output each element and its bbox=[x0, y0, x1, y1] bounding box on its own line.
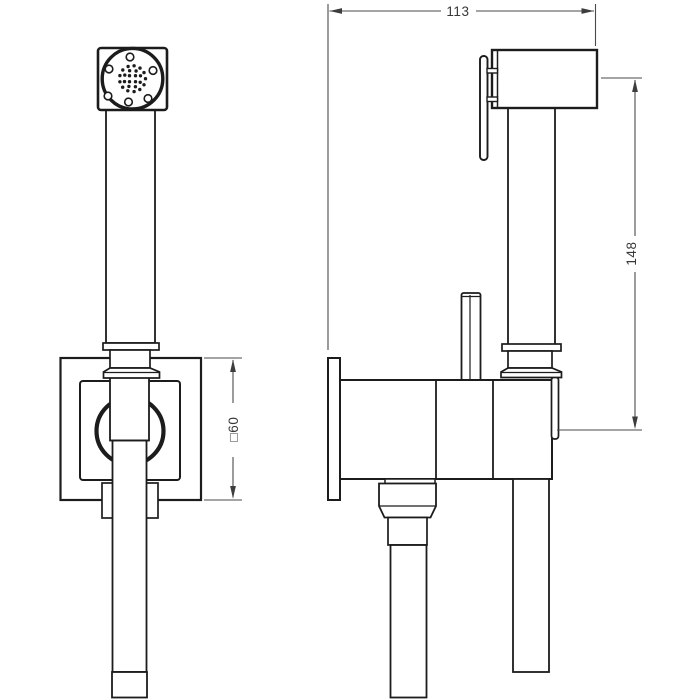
dim113-arrow-right bbox=[581, 8, 594, 14]
dim113-arrow-left bbox=[329, 8, 342, 14]
side-handle-tube bbox=[507, 107, 556, 346]
side-bracket-pin-bottom bbox=[486, 96, 499, 103]
front-handle-tube bbox=[105, 109, 156, 344]
dim113-label: 113 bbox=[446, 4, 469, 19]
dim60-arrow-top bbox=[230, 359, 236, 372]
side-wall-flange bbox=[327, 357, 341, 501]
dim148-arrow-bottom bbox=[632, 416, 638, 429]
side-cup-neck bbox=[507, 350, 553, 369]
front-cup-neck bbox=[109, 349, 151, 369]
front-view bbox=[59, 46, 203, 699]
front-hose bbox=[111, 671, 148, 699]
side-valve-body bbox=[339, 379, 553, 480]
side-shower-head bbox=[490, 48, 599, 110]
side-outlet-nut bbox=[378, 482, 437, 519]
spray-nozzle-dots bbox=[118, 64, 148, 94]
side-wall-bracket bbox=[479, 55, 489, 161]
side-bracket-pin-top bbox=[486, 67, 499, 74]
spray-screw-holes bbox=[103, 52, 158, 107]
dim60-arrow-bottom bbox=[230, 486, 236, 499]
side-cup-rim bbox=[501, 343, 562, 352]
dim-wall-plate-size: □60 bbox=[204, 357, 242, 501]
dimensions: 113 148 □60 bbox=[204, 4, 642, 501]
front-spray-face bbox=[100, 46, 165, 111]
side-hose bbox=[389, 544, 428, 699]
side-hose-connector bbox=[387, 516, 428, 546]
dim60-label: □60 bbox=[226, 417, 241, 442]
front-grip-upper bbox=[109, 373, 150, 442]
dim-projection-width: 113 bbox=[327, 4, 597, 350]
dim148-arrow-top bbox=[632, 79, 638, 92]
front-cup-rim bbox=[102, 342, 160, 351]
side-view bbox=[327, 48, 599, 699]
side-control-lever bbox=[460, 292, 482, 382]
dim148-label: 148 bbox=[624, 241, 639, 265]
front-grip-lower bbox=[111, 439, 148, 673]
dim-height-head-to-valve: 148 bbox=[557, 77, 642, 431]
side-grip-lower bbox=[512, 478, 550, 673]
